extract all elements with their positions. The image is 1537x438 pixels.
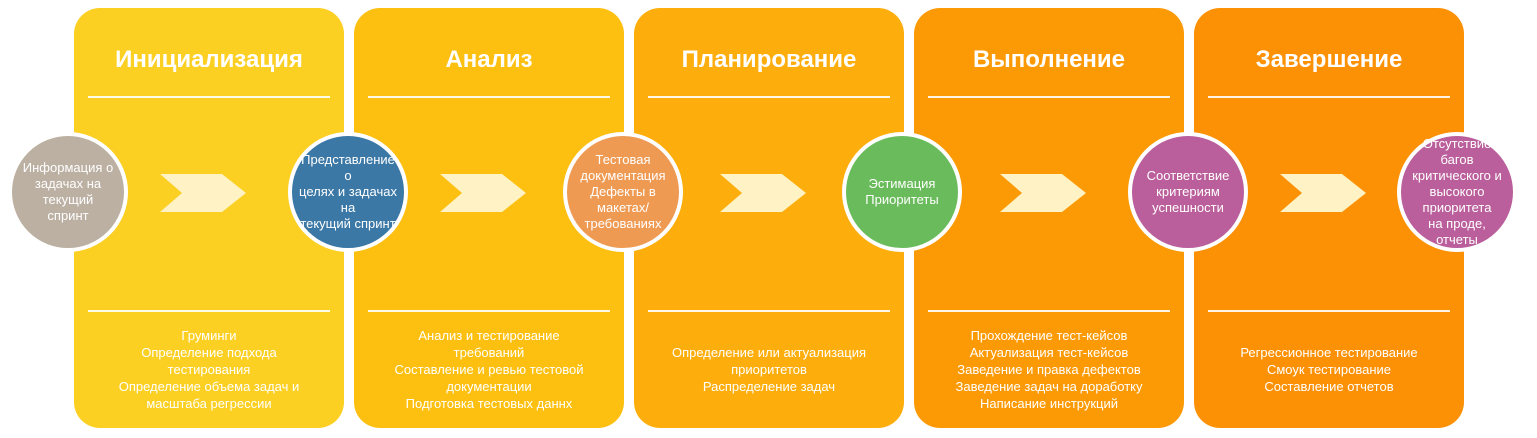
phase-activity-list: Анализ и тестирование требований Составл… (394, 327, 583, 412)
activity-item: Смоук тестирование (1266, 361, 1392, 377)
activity-item: Подготовка тестовых даннх (405, 395, 573, 411)
circle-line: задачах на текущий (34, 176, 102, 207)
activity-item: Определение подхода (141, 344, 277, 360)
phase-body: Определение или актуализация приоритетов… (644, 310, 894, 428)
activity-item: документации (446, 378, 532, 394)
activity-item: Заведение и правка дефектов (957, 361, 1141, 377)
phase-body: Прохождение тест-кейсов Актуализация тес… (924, 310, 1174, 428)
circle-text: Представление о целях и задачах на текущ… (298, 152, 398, 232)
phase-activity-list: Регрессионное тестирование Смоук тестиро… (1240, 344, 1417, 395)
circle-line: критериям (1156, 184, 1220, 199)
circle-line: критического и (1412, 168, 1502, 183)
chevron-arrow-icon (1000, 174, 1086, 212)
divider (88, 96, 330, 98)
activity-item: Определение объема задач и (118, 378, 300, 394)
divider (88, 310, 330, 312)
activity-item: Прохождение тест-кейсов (970, 327, 1128, 343)
circle-line: Дефекты в макетах/ (590, 184, 656, 215)
chevron-arrow-icon (1280, 174, 1366, 212)
phase-body: Анализ и тестирование требований Составл… (364, 310, 614, 428)
circle-line: Тестовая (595, 152, 651, 167)
activity-item: Распределение задач (702, 378, 836, 394)
activity-item: Определение или актуализация (671, 344, 867, 360)
phase-body: Регрессионное тестирование Смоук тестиро… (1204, 310, 1454, 428)
circle-line: успешности (1152, 200, 1224, 215)
circle-line: требованиях (584, 216, 662, 231)
activity-item: тестирования (167, 361, 251, 377)
activity-item: Составление отчетов (1264, 378, 1394, 394)
phase-activity-list: Груминги Определение подхода тестировани… (119, 327, 300, 412)
arrow-shape (160, 174, 246, 212)
output-circle-sprint-goals: Представление о целях и задачах на текущ… (288, 132, 408, 252)
phase-activity-list: Определение или актуализация приоритетов… (672, 344, 866, 395)
output-circle-estimation: Эстимация Приоритеты (842, 132, 962, 252)
activity-item: Регрессионное тестирование (1240, 344, 1418, 360)
activity-item: требований (453, 344, 525, 360)
phase-title: Планирование (681, 46, 857, 73)
phase-title: Выполнение (972, 46, 1126, 73)
divider (648, 96, 890, 98)
divider (368, 96, 610, 98)
divider (368, 310, 610, 312)
circle-text: Тестовая документация Дефекты в макетах/… (573, 152, 673, 232)
circle-line: спринт (47, 208, 89, 223)
activity-item: Актуализация тест-кейсов (969, 344, 1129, 360)
circle-text: Информация о задачах на текущий спринт (18, 160, 118, 224)
phase-title: Инициализация (115, 46, 303, 73)
activity-item: Груминги (181, 327, 237, 343)
chevron-arrow-icon (720, 174, 806, 212)
circle-text: Отсутствие багов критического и высокого… (1407, 136, 1507, 248)
activity-item: Составление и ревью тестовой (394, 361, 584, 377)
phase-activity-list: Прохождение тест-кейсов Актуализация тес… (956, 327, 1143, 412)
activity-item: Написание инструкций (979, 395, 1119, 411)
circle-line: Информация о (22, 160, 114, 175)
input-circle-sprint-info: Информация о задачах на текущий спринт (8, 132, 128, 252)
activity-item: приоритетов (731, 361, 807, 377)
phase-title: Завершение (1255, 46, 1403, 73)
circle-line: Эстимация (868, 176, 936, 191)
output-circle-success-criteria: Соответствие критериям успешности (1128, 132, 1248, 252)
arrow-shape (440, 174, 526, 212)
circle-line: Представление о (301, 152, 395, 183)
circle-line: целях и задачах на (299, 184, 397, 215)
circle-line: Приоритеты (865, 192, 939, 207)
circle-line: Соответствие (1146, 168, 1230, 183)
output-circle-test-docs: Тестовая документация Дефекты в макетах/… (563, 132, 683, 252)
phase-title: Анализ (445, 46, 533, 73)
output-circle-final-result: Отсутствие багов критического и высокого… (1397, 132, 1517, 252)
phase-body: Груминги Определение подхода тестировани… (84, 310, 334, 428)
divider (928, 96, 1170, 98)
arrow-shape (720, 174, 806, 212)
circle-line: на проде, отчеты (1428, 216, 1486, 247)
activity-item: Заведение задач на доработку (955, 378, 1143, 394)
divider (648, 310, 890, 312)
circle-line: высокого приоритета (1422, 184, 1492, 215)
circle-line: текущий спринт (300, 216, 396, 231)
activity-item: Анализ и тестирование (418, 327, 560, 343)
circle-line: документация (580, 168, 666, 183)
circle-text: Эстимация Приоритеты (865, 176, 938, 208)
circle-line: Отсутствие багов (1422, 136, 1492, 167)
chevron-arrow-icon (440, 174, 526, 212)
arrow-shape (1000, 174, 1086, 212)
divider (1208, 96, 1450, 98)
divider (928, 310, 1170, 312)
phase-execution: Выполнение Прохождение тест-кейсов Актуа… (914, 8, 1184, 428)
divider (1208, 310, 1450, 312)
chevron-arrow-icon (160, 174, 246, 212)
arrow-shape (1280, 174, 1366, 212)
circle-text: Соответствие критериям успешности (1147, 168, 1230, 216)
activity-item: масштаба регрессии (146, 395, 272, 411)
